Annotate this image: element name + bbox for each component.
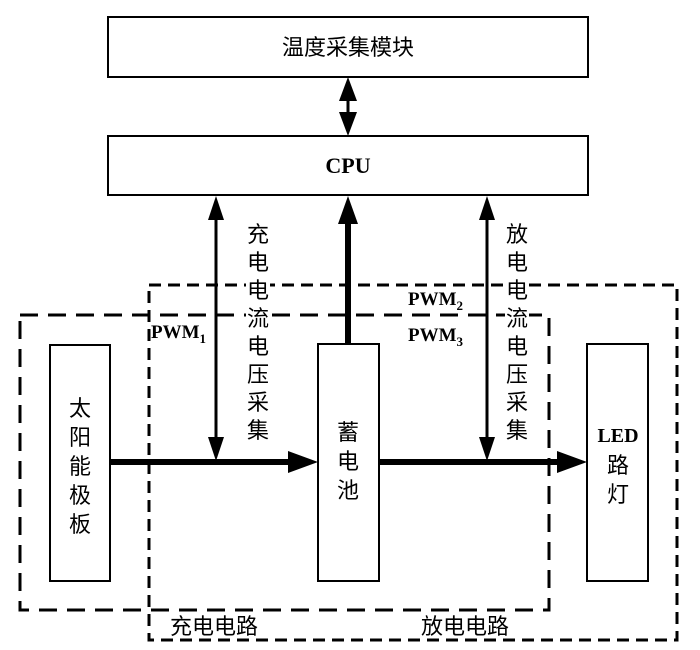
label-char: 放	[506, 223, 528, 248]
label-char: 灯	[607, 483, 629, 508]
cpu-label: CPU	[325, 153, 370, 178]
label-background	[246, 389, 270, 415]
temp-cpu-bidirectional-arrow	[339, 77, 357, 136]
label-char: 压	[247, 363, 269, 388]
label-char: 电	[337, 450, 359, 475]
label-char: 蓄	[337, 421, 359, 446]
battery-block	[317, 343, 380, 582]
label-char: 池	[337, 479, 359, 504]
label-background	[505, 361, 529, 387]
label-char: 采	[247, 391, 269, 416]
label-char: 充	[247, 223, 269, 248]
charge-sense-bidirectional-arrow	[208, 196, 224, 461]
label-char: 电	[247, 279, 269, 304]
discharge-sense-bidirectional-arrow	[479, 196, 495, 461]
label-background	[246, 361, 270, 387]
label-background	[505, 417, 529, 443]
label-char: 电	[247, 335, 269, 360]
label-background	[505, 305, 529, 331]
label-char: 电	[506, 335, 528, 360]
pwm1-label: PWM1	[151, 322, 206, 346]
temperature-module-block	[107, 16, 589, 78]
battery-to-cpu-arrow	[338, 196, 358, 344]
label-background	[505, 389, 529, 415]
label-background	[246, 417, 270, 443]
label-background	[246, 249, 270, 275]
label-background	[505, 221, 529, 247]
label-char: 太	[69, 397, 91, 422]
label-char: 电	[247, 251, 269, 276]
label-background	[505, 277, 529, 303]
label-background	[246, 333, 270, 359]
label-char: 阳	[69, 426, 91, 451]
led-lamp-label-en: LED	[597, 425, 638, 447]
label-char: 流	[506, 307, 528, 332]
label-background	[246, 305, 270, 331]
label-char: 板	[69, 513, 91, 538]
label-char: 极	[69, 484, 91, 509]
discharge-circuit-label: 放电电路	[421, 615, 509, 640]
solar-to-battery-power-arrow	[110, 451, 318, 473]
label-background	[505, 333, 529, 359]
label-char: 电	[506, 279, 528, 304]
pwm2-label: PWM2	[408, 289, 463, 313]
led-lamp-block	[586, 343, 649, 582]
charge-circuit-label: 充电电路	[170, 615, 258, 640]
cpu-block	[107, 135, 589, 196]
label-char: 集	[247, 419, 269, 444]
solar-panel-block	[49, 344, 111, 582]
led-lamp-label: 路灯	[607, 454, 629, 508]
label-background	[246, 277, 270, 303]
battery-label: 蓄电池	[337, 421, 359, 504]
battery-to-led-power-arrow	[379, 451, 587, 473]
label-char: 采	[506, 391, 528, 416]
label-char: 集	[506, 419, 528, 444]
label-char: 能	[69, 455, 91, 480]
label-background	[246, 221, 270, 247]
pwm3-label: PWM3	[408, 325, 464, 349]
label-char: 电	[506, 251, 528, 276]
label-background	[505, 249, 529, 275]
label-char: 流	[247, 307, 269, 332]
label-char: 压	[506, 363, 528, 388]
label-char: 路	[607, 454, 629, 479]
temperature-module-label: 温度采集模块	[282, 36, 414, 61]
